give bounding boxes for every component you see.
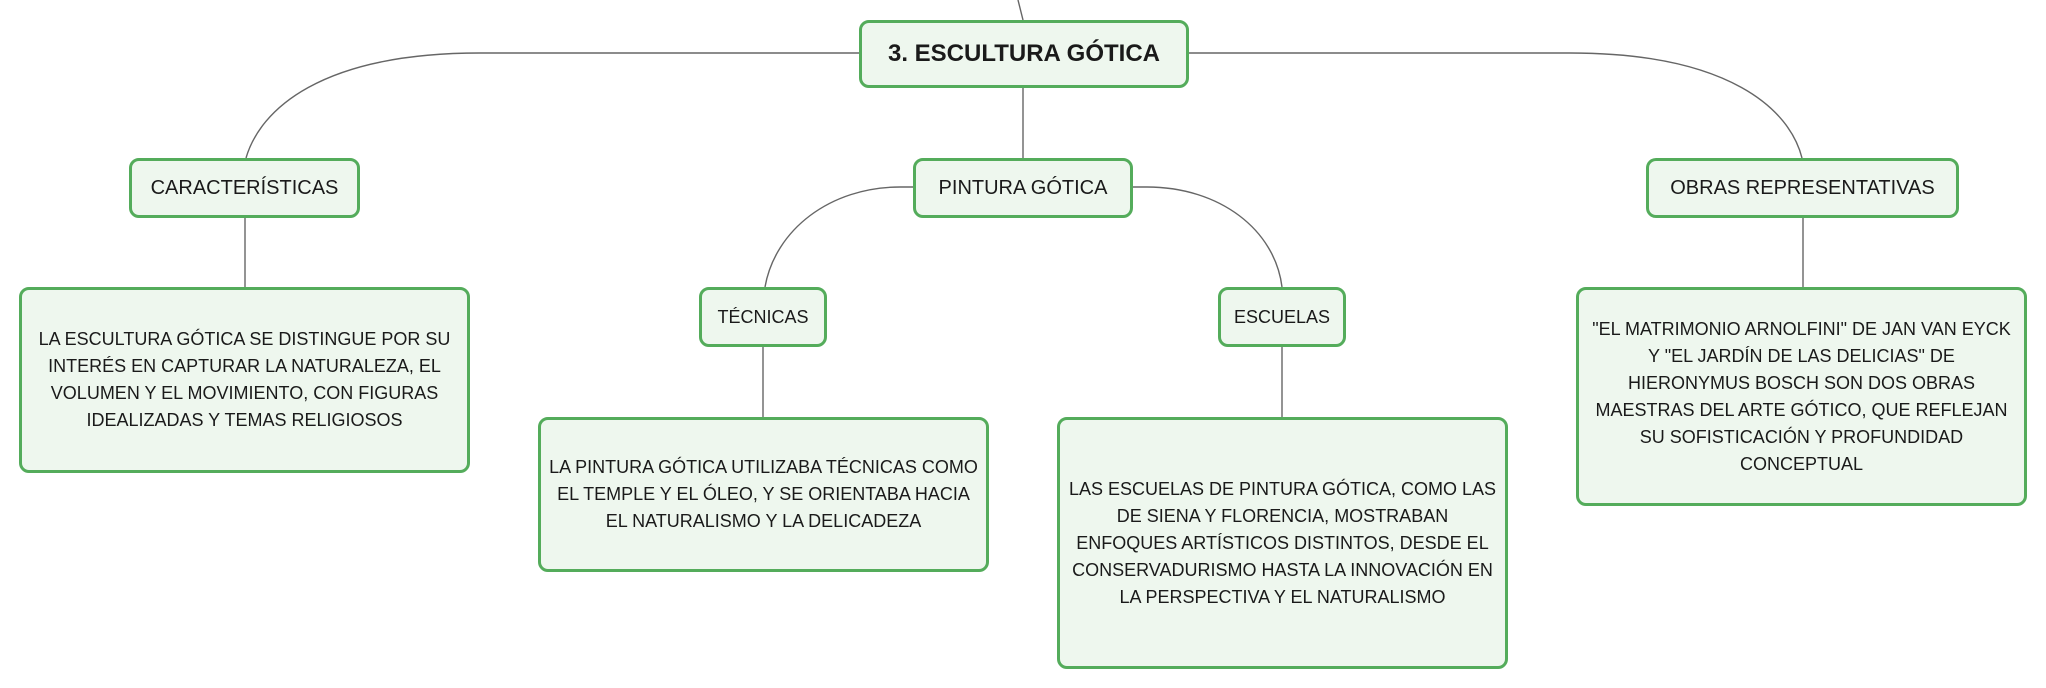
tecnicas-detail-text: LA PINTURA GÓTICA UTILIZABA TÉCNICAS COM… [549, 457, 978, 531]
caracteristicas-node[interactable]: CARACTERÍSTICAS [129, 158, 360, 218]
root-node-label: 3. ESCULTURA GÓTICA [887, 40, 1160, 67]
pintura-gotica-label: PINTURA GÓTICA [938, 176, 1108, 199]
obras-detail-text: "EL MATRIMONIO ARNOLFINI" DE JAN VAN EYC… [1592, 318, 2011, 474]
escuelas-label: ESCUELAS [1233, 306, 1331, 327]
escuelas-detail-node[interactable]: LAS ESCUELAS DE PINTURA GÓTICA, COMO LAS… [1057, 417, 1508, 669]
tecnicas-detail-node[interactable]: LA PINTURA GÓTICA UTILIZABA TÉCNICAS COM… [538, 417, 989, 572]
obras-detail-node[interactable]: "EL MATRIMONIO ARNOLFINI" DE JAN VAN EYC… [1576, 287, 2027, 506]
root-node[interactable]: 3. ESCULTURA GÓTICA [859, 20, 1189, 88]
caracteristicas-detail-text: LA ESCULTURA GÓTICA SE DISTINGUE POR SU … [38, 329, 451, 430]
caracteristicas-label: CARACTERÍSTICAS [150, 176, 339, 199]
connector-pintura-escuelas [1133, 186, 1283, 288]
pintura-gotica-node[interactable]: PINTURA GÓTICA [913, 158, 1133, 218]
obras-representativas-label: OBRAS REPRESENTATIVAS [1670, 176, 1935, 199]
escuelas-detail-text: LAS ESCUELAS DE PINTURA GÓTICA, COMO LAS… [1068, 478, 1497, 607]
connector-pintura-tecnicas [764, 186, 914, 288]
obras-representativas-node[interactable]: OBRAS REPRESENTATIVAS [1646, 158, 1959, 218]
connector-root-caracteristicas [245, 52, 859, 159]
connector-root-obras [1188, 52, 1803, 159]
tecnicas-label: TÉCNICAS [717, 306, 809, 327]
connector-root-parent [1017, 0, 1024, 21]
escuelas-node[interactable]: ESCUELAS [1218, 287, 1346, 347]
tecnicas-node[interactable]: TÉCNICAS [699, 287, 827, 347]
caracteristicas-detail-node[interactable]: LA ESCULTURA GÓTICA SE DISTINGUE POR SU … [19, 287, 470, 473]
